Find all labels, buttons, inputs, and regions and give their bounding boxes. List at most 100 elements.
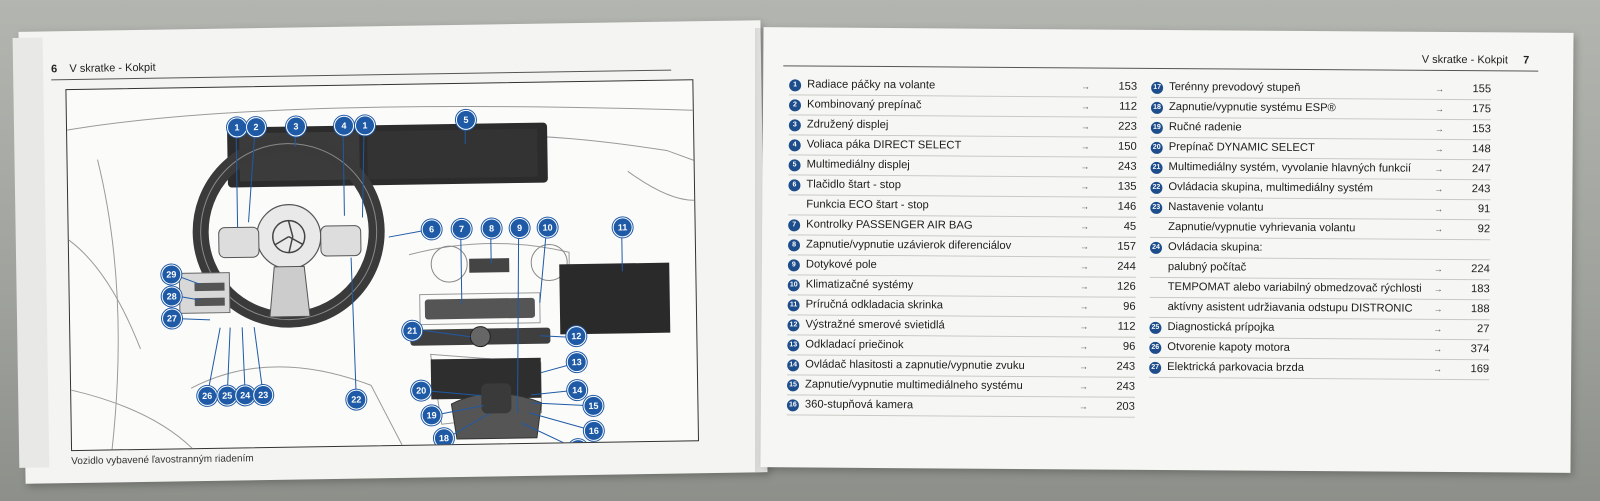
index-number-badge: 17 xyxy=(1151,81,1164,94)
index-number-badge: 23 xyxy=(1150,201,1163,214)
index-label: Otvorenie kapoty motora xyxy=(1167,341,1290,354)
index-page-number: 92 xyxy=(1477,223,1491,236)
index-column-left: 1 Radiace páčky na volante → 153 2 Kombinovan… xyxy=(786,75,1138,418)
index-row: palubný počítač → 224 xyxy=(1149,257,1490,281)
arrow-icon: → xyxy=(1079,241,1090,252)
index-number-badge: 9 xyxy=(787,259,800,272)
cockpit-illustration: 1 2 3 4 1 5 6 7 8 9 10 11 29 28 27 21 12… xyxy=(65,79,700,452)
index-number-badge: 25 xyxy=(1149,321,1162,334)
index-number-badge: 20 xyxy=(1150,141,1163,154)
index-number-badge: 22 xyxy=(1150,181,1163,194)
index-number-badge: 15 xyxy=(787,379,800,392)
index-page-number: 148 xyxy=(1471,143,1491,156)
index-row: 15 Zapnutie/vypnutie multimediálneho syst… xyxy=(786,375,1136,398)
index-page-number: 203 xyxy=(1116,400,1135,413)
left-page-edge xyxy=(12,37,50,468)
index-number-badge: 11 xyxy=(787,299,800,312)
index-label: Zapnutie/vypnutie multimediálneho systém… xyxy=(805,378,1023,392)
index-page-number: 183 xyxy=(1471,283,1490,296)
index-page-number: 374 xyxy=(1470,343,1490,356)
index-page-number: 243 xyxy=(1116,380,1136,393)
index-label: palubný počítač xyxy=(1167,261,1247,274)
index-row: 14 Ovládač hlasitosti a zapnutie/vypnutie… xyxy=(787,355,1136,378)
arrow-icon: → xyxy=(1433,363,1443,374)
arrow-icon: → xyxy=(1079,321,1089,332)
arrow-icon: → xyxy=(1078,401,1088,412)
index-label: Voliaca páka DIRECT SELECT xyxy=(806,138,962,152)
index-page-number: 157 xyxy=(1117,240,1137,253)
index-row: TEMPOMAT alebo variabilný obmedzovač rýc… xyxy=(1149,277,1490,301)
index-row: 1 Radiace páčky na volante → 153 xyxy=(789,75,1138,98)
arrow-icon: → xyxy=(1080,101,1091,112)
index-number-badge: 14 xyxy=(787,359,800,372)
arrow-icon: → xyxy=(1080,161,1090,172)
index-page-number: 45 xyxy=(1123,220,1137,233)
index-page-number: 243 xyxy=(1117,160,1137,173)
index-number-badge: 5 xyxy=(788,159,801,172)
index-label: Radiace páčky na volante xyxy=(807,78,936,92)
arrow-icon: → xyxy=(1434,163,1444,174)
arrow-icon: → xyxy=(1434,123,1444,134)
index-label: Zapnutie/vypnutie uzávierok diferenciálo… xyxy=(805,238,1012,252)
arrow-icon: → xyxy=(1433,303,1443,314)
index-label: Kombinovaný prepínač xyxy=(806,98,922,112)
index-label: Ručné radenie xyxy=(1168,121,1242,134)
arrow-icon: → xyxy=(1080,201,1090,212)
callout-18: 18 xyxy=(433,428,455,449)
index-number-badge: 7 xyxy=(788,219,801,232)
arrow-icon: → xyxy=(1080,221,1090,232)
index-row: 17 Terénny prevodový stupeň → 155 xyxy=(1151,77,1492,101)
index-label: Združený displej xyxy=(806,118,889,132)
arrow-icon: → xyxy=(1079,381,1089,392)
index-number-badge: 8 xyxy=(787,239,801,252)
index-page-number: 112 xyxy=(1117,320,1136,333)
arrow-icon: → xyxy=(1434,103,1445,114)
index-label: Terénny prevodový stupeň xyxy=(1169,81,1301,94)
index-label: Prepínač DYNAMIC SELECT xyxy=(1168,141,1315,155)
left-page: 6 V skratke - Kokpit xyxy=(12,20,768,484)
index-page-number: 244 xyxy=(1117,260,1136,273)
arrow-icon: → xyxy=(1434,223,1444,234)
left-page-title: V skratke - Kokpit xyxy=(69,61,156,76)
index-row: Funkcia ECO štart - stop→146 xyxy=(788,195,1137,218)
cockpit-drawing xyxy=(66,105,695,451)
right-page-number: 7 xyxy=(1523,54,1530,67)
index-page-number: 155 xyxy=(1472,83,1492,96)
arrow-icon: → xyxy=(1079,281,1089,292)
arrow-icon: → xyxy=(1433,263,1443,274)
index-number-badge: 2 xyxy=(788,99,802,112)
index-number-badge: 10 xyxy=(787,279,800,292)
arrow-icon: → xyxy=(1433,343,1443,354)
index-number-badge: 4 xyxy=(788,139,801,152)
index-page-number: 27 xyxy=(1476,323,1490,336)
index-label: Zapnutie/vypnutie vyhrievania volantu xyxy=(1168,221,1356,235)
index-row: Zapnutie/vypnutie vyhrievania volantu → 92 xyxy=(1150,217,1491,241)
index-label: Ovládač hlasitosti a zapnutie/vypnutie z… xyxy=(805,358,1025,373)
index-number-badge: 1 xyxy=(789,79,802,92)
index-label: Multimediálny systém, vyvolanie hlavných… xyxy=(1168,161,1412,175)
index-page-number: 169 xyxy=(1470,363,1490,376)
index-number-badge: 26 xyxy=(1149,341,1162,354)
arrow-icon: → xyxy=(1435,83,1445,94)
index-label: Odkladací priečinok xyxy=(805,338,904,352)
index-page-number: 96 xyxy=(1123,300,1136,313)
index-page-number: 224 xyxy=(1471,263,1490,276)
index-page-number: 153 xyxy=(1118,80,1138,93)
index-label: Ovládacia skupina: xyxy=(1167,241,1263,254)
arrow-icon: → xyxy=(1081,81,1091,92)
arrow-icon: → xyxy=(1079,341,1089,352)
index-page-number: 243 xyxy=(1116,360,1136,373)
index-label: aktívny asistent udržiavania odstupu DIS… xyxy=(1167,301,1413,315)
arrow-icon: → xyxy=(1080,121,1090,132)
index-label: Nastavenie volantu xyxy=(1168,201,1264,214)
